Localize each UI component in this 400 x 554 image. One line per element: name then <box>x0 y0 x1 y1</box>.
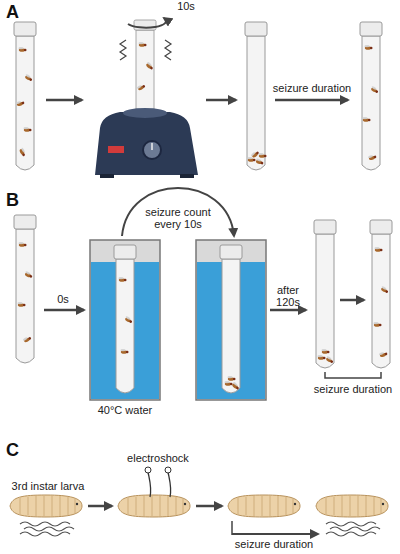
time-label: after 120s <box>268 284 308 308</box>
temperature-label: 40°C water <box>98 404 153 416</box>
stimulus-label: electroshock <box>127 452 189 464</box>
panel-a-art <box>14 18 382 178</box>
panel-letter: B <box>6 190 19 210</box>
specimen-label: 3rd instar larva <box>12 480 85 492</box>
step-label: seizure count every 10s <box>136 206 220 230</box>
panel-c-art <box>10 467 388 536</box>
panel-b-art <box>14 188 392 400</box>
step-label: seizure duration <box>273 82 351 94</box>
step-label: seizure duration <box>314 383 392 395</box>
panel-letter: A <box>6 2 19 22</box>
time-label: 0s <box>57 293 69 305</box>
panel-letter: C <box>6 440 19 460</box>
time-label: 10s <box>177 0 195 12</box>
step-label: seizure duration <box>235 538 313 550</box>
